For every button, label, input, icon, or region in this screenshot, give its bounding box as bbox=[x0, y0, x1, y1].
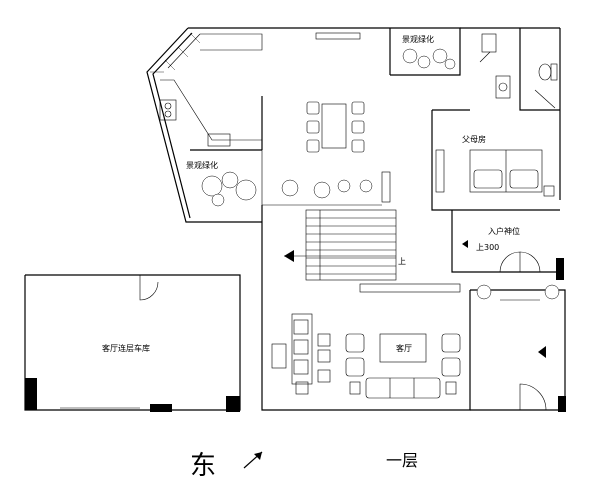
living-room-label: 客厅 bbox=[396, 343, 412, 353]
garage: 客厅连层车库 bbox=[24, 274, 241, 412]
landscape-left: 景观绿化 bbox=[186, 150, 391, 207]
living-room: 客厅 bbox=[261, 205, 471, 411]
entrance-step-label: 上300 bbox=[476, 243, 499, 252]
dining-table bbox=[306, 101, 365, 153]
porch bbox=[470, 284, 566, 412]
landscape-top: 景观绿化 bbox=[390, 27, 561, 200]
footer: 东 一层 bbox=[190, 451, 418, 481]
landscape-left-label: 景观绿化 bbox=[186, 160, 218, 170]
landscape-top-label: 景观绿化 bbox=[402, 34, 434, 44]
floor-label: 一层 bbox=[386, 451, 418, 470]
parents-room-label: 父母房 bbox=[462, 134, 486, 144]
kitchen-dining-walls bbox=[146, 27, 391, 223]
direction-label: 东 bbox=[190, 451, 216, 481]
staircase: 上 bbox=[284, 209, 406, 281]
garage-label: 客厅连层车库 bbox=[102, 343, 150, 353]
entrance: 入户神位 上300 bbox=[451, 210, 564, 280]
parents-room: 父母房 bbox=[431, 109, 560, 211]
stair-up-label: 上 bbox=[398, 257, 406, 266]
entrance-label: 入户神位 bbox=[488, 226, 520, 236]
